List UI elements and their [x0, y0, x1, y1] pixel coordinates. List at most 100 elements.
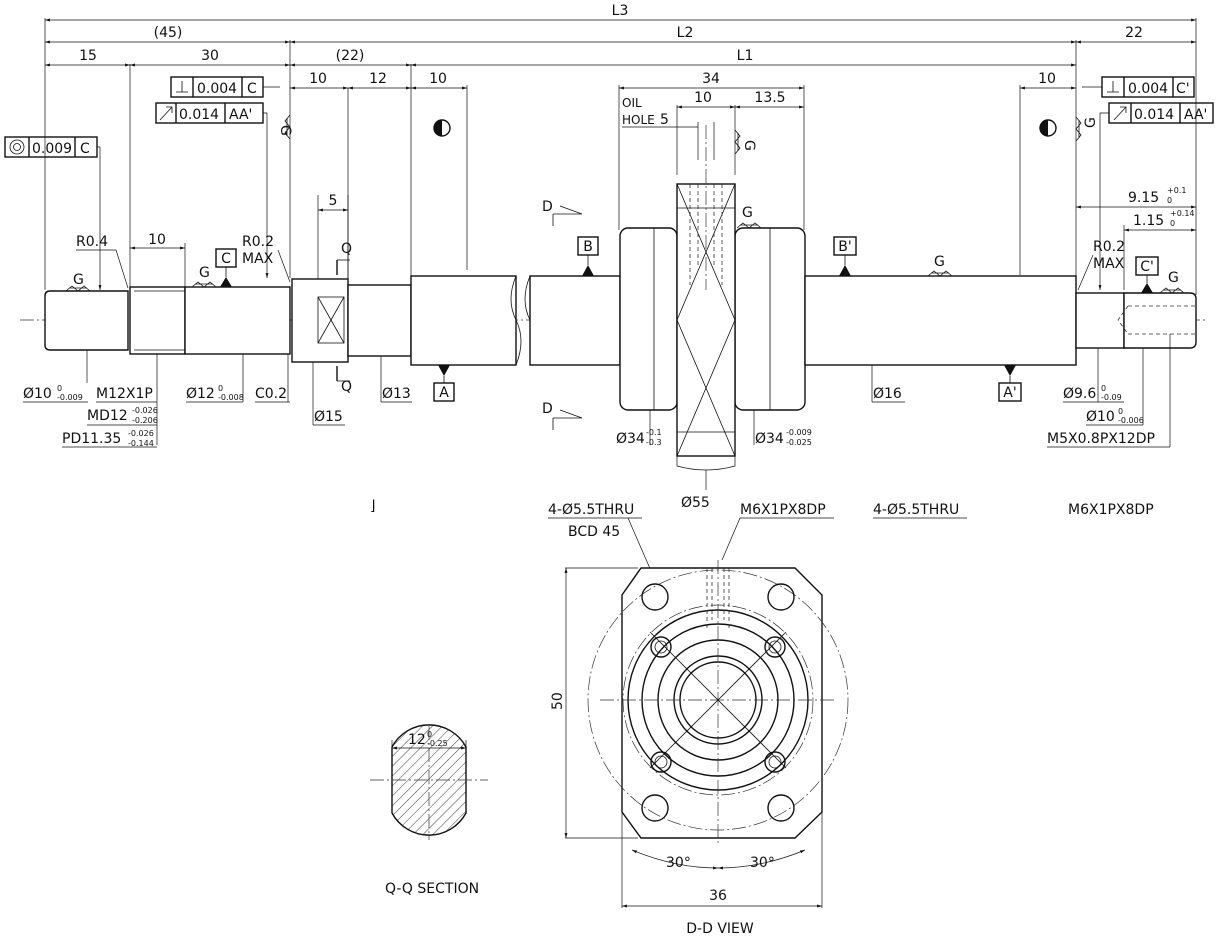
dd-view-caption: D-D VIEW	[686, 921, 754, 937]
dim-9-15-tol-lo: 0	[1167, 196, 1172, 205]
flange-outline	[621, 567, 823, 839]
dim-22-paren: (22)	[336, 48, 365, 64]
perp-left-value: 0.004	[197, 81, 237, 97]
dia-55: Ø55	[681, 495, 710, 511]
finish-g-1: G	[73, 272, 84, 288]
datum-A-prime: A'	[1003, 385, 1016, 401]
dim-1-15: 1.15	[1133, 213, 1164, 229]
thread-md12-tol-up: -0.026	[132, 406, 158, 415]
surface-finish-marks: G G G G G G G G	[65, 114, 1185, 294]
perp-right-value: 0.004	[1128, 81, 1168, 97]
runout-left-value: 0.014	[179, 107, 219, 123]
section-d-top: D	[542, 199, 553, 215]
section-d-bottom: D	[542, 401, 553, 417]
finish-g-7: G	[741, 140, 757, 151]
dia-9-6-tol-lo: -0.09	[1101, 393, 1122, 402]
dia-34-a: Ø34	[616, 431, 645, 447]
dia-9-6: Ø9.6	[1063, 386, 1096, 402]
conc-value: 0.009	[32, 141, 72, 157]
qq-dim-12: 12	[408, 732, 426, 748]
datum-B: B	[583, 239, 593, 255]
qq-dim-tol-up: 0	[427, 730, 432, 739]
radius-r02-right: R0.2	[1093, 239, 1125, 255]
radius-r04: R0.4	[76, 234, 108, 250]
hole-size: 5	[660, 112, 669, 128]
m6-label-left: M6X1PX8DP	[740, 502, 826, 518]
bcd-label: BCD 45	[568, 524, 620, 540]
finish-g-5: G	[1168, 270, 1179, 286]
dia-10-tol-up: 0	[57, 384, 62, 393]
finish-g-8: G	[1083, 117, 1099, 128]
datum-A: A	[439, 385, 449, 401]
dia-10-right-tol-lo: -0.006	[1118, 416, 1144, 425]
radius-max: MAX	[242, 251, 274, 267]
thread-m5: M5X0.8PX12DP	[1047, 431, 1155, 447]
oil-label: OIL	[622, 96, 642, 110]
thread-pd-tol-up: -0.026	[128, 429, 154, 438]
datum-C-prime: C'	[1140, 259, 1154, 275]
dia-10-tol-lo: -0.009	[57, 393, 83, 402]
dim-10-e: 10	[148, 232, 166, 248]
finish-g-3: G	[742, 205, 753, 221]
m6-label-right: M6X1PX8DP	[1068, 502, 1154, 518]
dim-1-15-tol-lo: 0	[1170, 219, 1175, 228]
dim-9-15-tol-up: +0.1	[1167, 186, 1186, 195]
runout-icon-right	[1113, 106, 1127, 121]
dim-22: 22	[1125, 25, 1143, 41]
dia-15: Ø15	[314, 409, 343, 425]
dia-9-6-tol-up: 0	[1101, 384, 1106, 393]
dim-10-b: 10	[429, 71, 447, 87]
dia-10-right-tol-up: 0	[1118, 407, 1123, 416]
chamfer-c02: C0.2	[255, 386, 287, 402]
dim-12: 12	[369, 71, 387, 87]
dia-34-a-tol-up: -0.1	[646, 428, 662, 437]
stray-mark: ⌋	[370, 498, 375, 514]
gdt-frames: 0.009 C 0.004 C 0.014 AA' 0.004 C' 0.014	[4, 76, 1214, 290]
runout-right-value: 0.014	[1134, 107, 1174, 123]
dia-10: Ø10	[23, 386, 52, 402]
runout-icon	[159, 106, 173, 121]
dim-L3: L3	[612, 3, 629, 19]
screw-shaft	[20, 125, 1208, 457]
perp-right-datum: C'	[1176, 81, 1190, 97]
dia-12: Ø12	[186, 386, 215, 402]
section-q-bottom: Q	[341, 379, 352, 395]
dd-view: 4-Ø5.5THRU BCD 45 M6X1PX8DP 4-Ø5.5THRU M…	[548, 502, 1154, 937]
dim-34: 34	[702, 71, 720, 87]
dia-12-tol-lo: -0.008	[218, 393, 244, 402]
concentricity-icon	[9, 139, 25, 155]
angle-30-left: 30°	[666, 855, 691, 871]
dim-36: 36	[709, 888, 727, 904]
thru-label-right: 4-Ø5.5THRU	[873, 502, 959, 518]
dia-34-b: Ø34	[755, 431, 784, 447]
dim-50: 50	[550, 692, 566, 710]
angle-30-right: 30°	[750, 855, 775, 871]
thread-pd: PD11.35	[62, 431, 121, 447]
finish-g-6: G	[277, 125, 293, 136]
radius-r02: R0.2	[242, 234, 274, 250]
qq-section: 12 0 -0.25 Q-Q SECTION	[370, 724, 488, 897]
dia-10-right: Ø10	[1086, 409, 1115, 425]
dim-9-15: 9.15	[1128, 190, 1159, 206]
dim-30: 30	[201, 48, 219, 64]
dim-1-15-tol-up: +0.14	[1170, 209, 1195, 218]
qq-section-caption: Q-Q SECTION	[385, 881, 479, 897]
finish-g-4: G	[934, 254, 945, 270]
dim-L2: L2	[677, 25, 694, 41]
dim-10-d: 10	[1038, 71, 1056, 87]
perpendicularity-icon-right	[1107, 81, 1119, 93]
finish-g-2: G	[199, 265, 210, 281]
datum-B-prime: B'	[838, 239, 851, 255]
section-q-top: Q	[341, 241, 352, 257]
callouts-lower: Ø10 0 -0.009 M12X1P MD12 -0.026 -0.206 P…	[23, 334, 1171, 514]
dia-13: Ø13	[382, 386, 411, 402]
conc-datum: C	[80, 141, 90, 157]
thread-m12: M12X1P	[96, 386, 153, 402]
dia-16: Ø16	[873, 386, 902, 402]
dim-5: 5	[329, 193, 338, 209]
dia-12-tol-up: 0	[218, 384, 223, 393]
dim-L1: L1	[737, 48, 754, 64]
dia-34-b-tol-up: -0.009	[786, 428, 812, 437]
thread-pd-tol-lo: -0.144	[128, 439, 154, 448]
